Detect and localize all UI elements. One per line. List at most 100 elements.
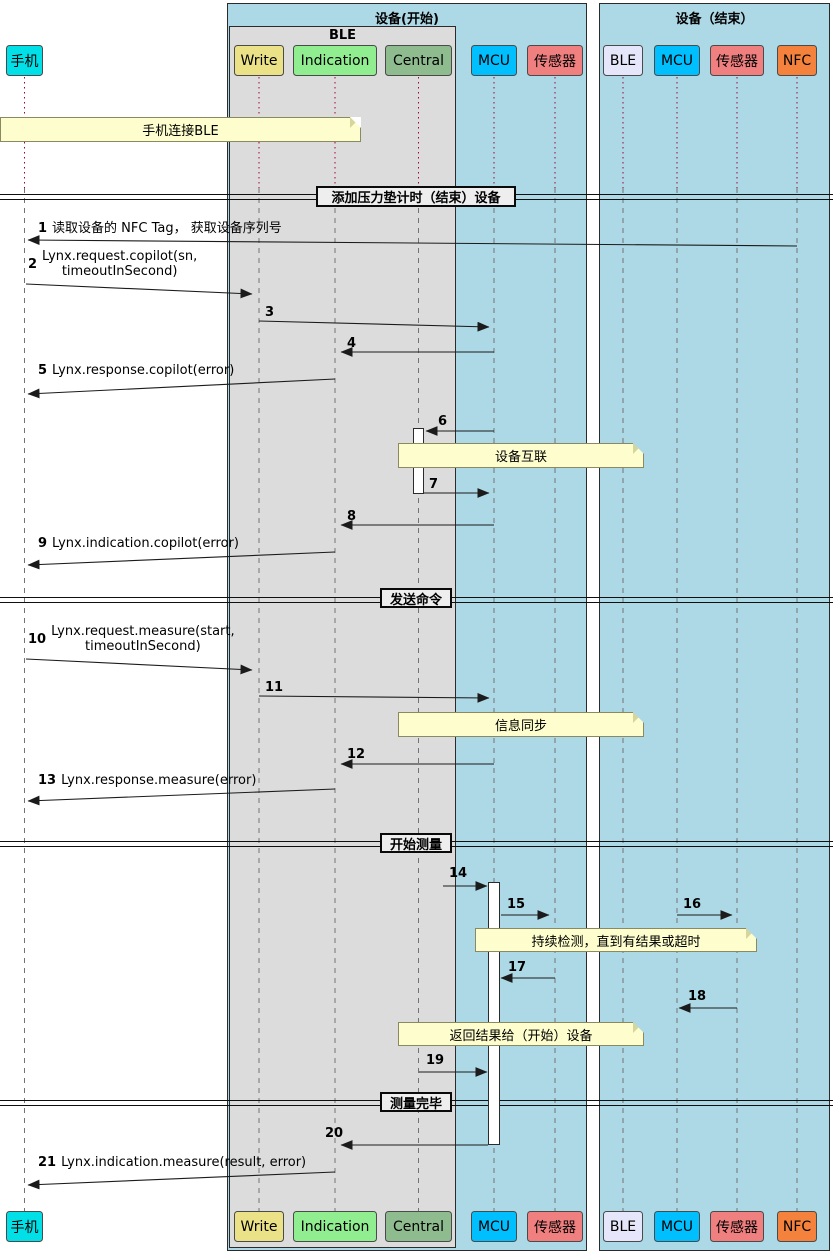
message-number: 7 [429, 477, 439, 492]
participant-ble-end-bottom: BLE [603, 1211, 643, 1242]
note-text-4: 持续检测，直到有结果或超时 [531, 934, 701, 950]
message-number: 14 [449, 866, 468, 881]
note-fold-icon [350, 117, 361, 128]
message-text: 读取设备的 NFC Tag， 获取设备序列号 [52, 221, 282, 236]
activation-bar-2 [488, 882, 500, 1145]
participant-sensor-end-top: 传感器 [710, 45, 764, 76]
message-label-7: 7 [429, 477, 443, 492]
participant-write-bottom: Write [234, 1211, 284, 1242]
message-label-16: 16 [683, 897, 706, 912]
message-number: 10 [28, 631, 47, 647]
message-number: 5 [38, 363, 48, 378]
message-label-18: 18 [688, 989, 711, 1004]
participant-write-top: Write [234, 45, 284, 76]
message-label-4: 4 [347, 336, 361, 351]
message-text: Lynx.indication.copilot(error) [52, 536, 239, 551]
message-text: Lynx.response.copilot(error) [52, 363, 235, 378]
message-arrow-10 [25, 658, 253, 675]
note-fold-icon [633, 712, 644, 723]
message-number: 2 [28, 256, 38, 272]
message-number: 1 [38, 221, 48, 236]
message-label-12: 12 [347, 747, 370, 762]
message-number: 12 [347, 747, 366, 762]
message-label-20: 20 [325, 1126, 348, 1141]
message-text: Lynx.request.copilot(sn,timeoutInSecond) [42, 249, 197, 279]
message-text: Lynx.indication.measure(result, error) [61, 1155, 307, 1170]
message-number: 6 [438, 414, 448, 429]
message-number: 11 [265, 680, 284, 695]
message-text-line1: Lynx.request.copilot(sn, [42, 249, 198, 264]
participant-central-bottom: Central [385, 1211, 452, 1242]
ble-group-box-title: BLE [328, 28, 357, 43]
message-text-line2: timeoutInSecond) [85, 639, 201, 654]
note-text-3: 信息同步 [494, 719, 547, 734]
participant-phone-top: 手机 [6, 45, 43, 76]
message-arrow-5 [27, 378, 336, 399]
divider-label-3: 开始测量 [380, 833, 452, 853]
message-arrow-9 [27, 551, 336, 570]
message-arrow-13 [27, 788, 336, 806]
start-device-box-title: 设备(开始) [375, 12, 439, 27]
message-number: 15 [507, 897, 526, 912]
participant-mcu-start-top: MCU [471, 45, 517, 76]
message-label-5: 5 Lynx.response.copilot(error) [38, 363, 234, 378]
message-label-19: 19 [426, 1053, 449, 1068]
message-label-6: 6 [438, 414, 452, 429]
note-1: 手机连接BLE [0, 117, 361, 142]
message-arrow-3 [258, 320, 490, 332]
note-text-2: 设备互联 [494, 450, 547, 465]
end-device-box-title: 设备（结束） [675, 12, 754, 27]
message-number: 4 [347, 336, 357, 351]
participant-central-top: Central [385, 45, 452, 76]
message-label-13: 13 Lynx.response.measure(error) [38, 773, 256, 788]
note-4: 持续检测，直到有结果或超时 [475, 928, 757, 952]
note-text-1: 手机连接BLE [142, 124, 219, 139]
message-number: 8 [347, 509, 357, 524]
message-label-3: 3 [265, 305, 279, 320]
message-label-21: 21 Lynx.indication.measure(result, error) [38, 1155, 306, 1170]
message-text: Lynx.response.measure(error) [61, 773, 257, 788]
note-fold-icon [633, 443, 644, 454]
participant-indication-top: Indication [293, 45, 377, 76]
participant-sensor-end-bottom: 传感器 [710, 1211, 764, 1242]
message-number: 17 [508, 960, 527, 975]
message-number: 16 [683, 897, 702, 912]
message-arrow-11 [258, 692, 490, 703]
message-label-11: 11 [265, 680, 288, 695]
message-arrow-21 [27, 1171, 336, 1190]
note-text-5: 返回结果给（开始）设备 [449, 1028, 593, 1044]
divider-label-2: 发送命令 [380, 588, 452, 608]
message-number: 13 [38, 773, 57, 788]
participant-mcu-end-top: MCU [654, 45, 700, 76]
divider-label-4: 测量完毕 [380, 1092, 452, 1112]
participant-nfc-end-top: NFC [777, 45, 817, 76]
participant-indication-bottom: Indication [293, 1211, 377, 1242]
note-fold-icon [746, 928, 757, 939]
participant-phone-bottom: 手机 [6, 1211, 43, 1242]
message-label-14: 14 [449, 866, 472, 881]
message-text: Lynx.request.measure(start,timeoutInSeco… [51, 624, 235, 654]
message-text-line2: timeoutInSecond) [61, 264, 178, 279]
note-2: 设备互联 [398, 443, 644, 468]
message-number: 18 [688, 989, 707, 1004]
message-label-8: 8 [347, 509, 361, 524]
participant-mcu-start-bottom: MCU [471, 1211, 517, 1242]
message-arrow-1 [27, 235, 798, 247]
message-number: 21 [38, 1155, 57, 1170]
note-3: 信息同步 [398, 712, 644, 737]
message-number: 3 [265, 305, 275, 320]
participant-ble-end-top: BLE [603, 45, 643, 76]
message-label-17: 17 [508, 960, 531, 975]
message-label-15: 15 [507, 897, 530, 912]
message-text-line1: Lynx.request.measure(start, [51, 624, 235, 639]
participant-nfc-end-bottom: NFC [777, 1211, 817, 1242]
note-5: 返回结果给（开始）设备 [398, 1022, 644, 1046]
message-label-1: 1 读取设备的 NFC Tag， 获取设备序列号 [38, 221, 282, 236]
participant-sensor-start-top: 传感器 [527, 45, 583, 76]
message-arrow-2 [25, 283, 253, 299]
